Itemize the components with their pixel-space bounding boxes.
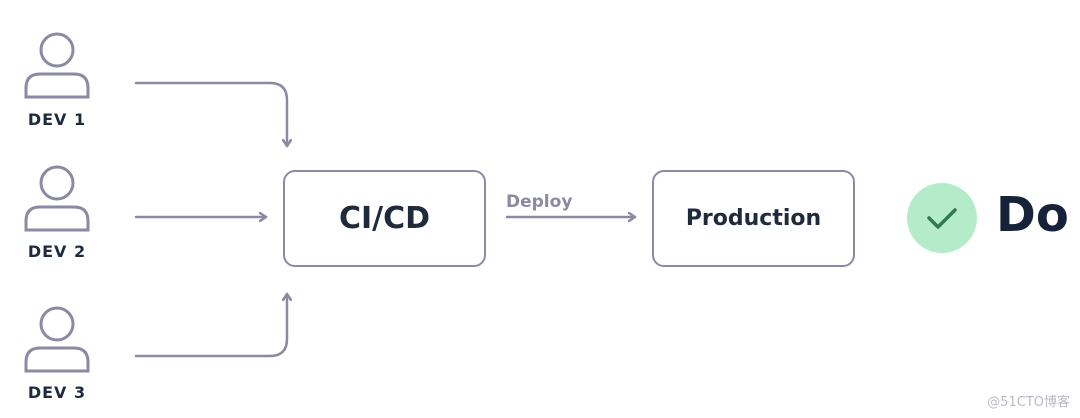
person-icon xyxy=(24,165,90,232)
person-icon xyxy=(24,32,90,99)
cicd-node: CI/CD xyxy=(283,170,486,267)
dev-label: DEV 1 xyxy=(27,110,87,129)
check-icon xyxy=(927,208,957,229)
dev-label: DEV 2 xyxy=(27,242,87,261)
cicd-node-label: CI/CD xyxy=(338,201,431,236)
production-node: Production xyxy=(652,170,855,267)
success-badge xyxy=(907,183,977,253)
dev-label: DEV 3 xyxy=(27,383,87,402)
watermark: @51CTO博客 xyxy=(987,395,1070,410)
arrow-dev3-to-cicd xyxy=(134,292,287,358)
production-node-label: Production xyxy=(685,206,822,231)
status-text: Do xyxy=(996,187,1069,243)
arrow-dev1-to-cicd xyxy=(134,81,287,148)
person-icon xyxy=(24,306,90,373)
deploy-edge-label: Deploy xyxy=(506,192,573,212)
